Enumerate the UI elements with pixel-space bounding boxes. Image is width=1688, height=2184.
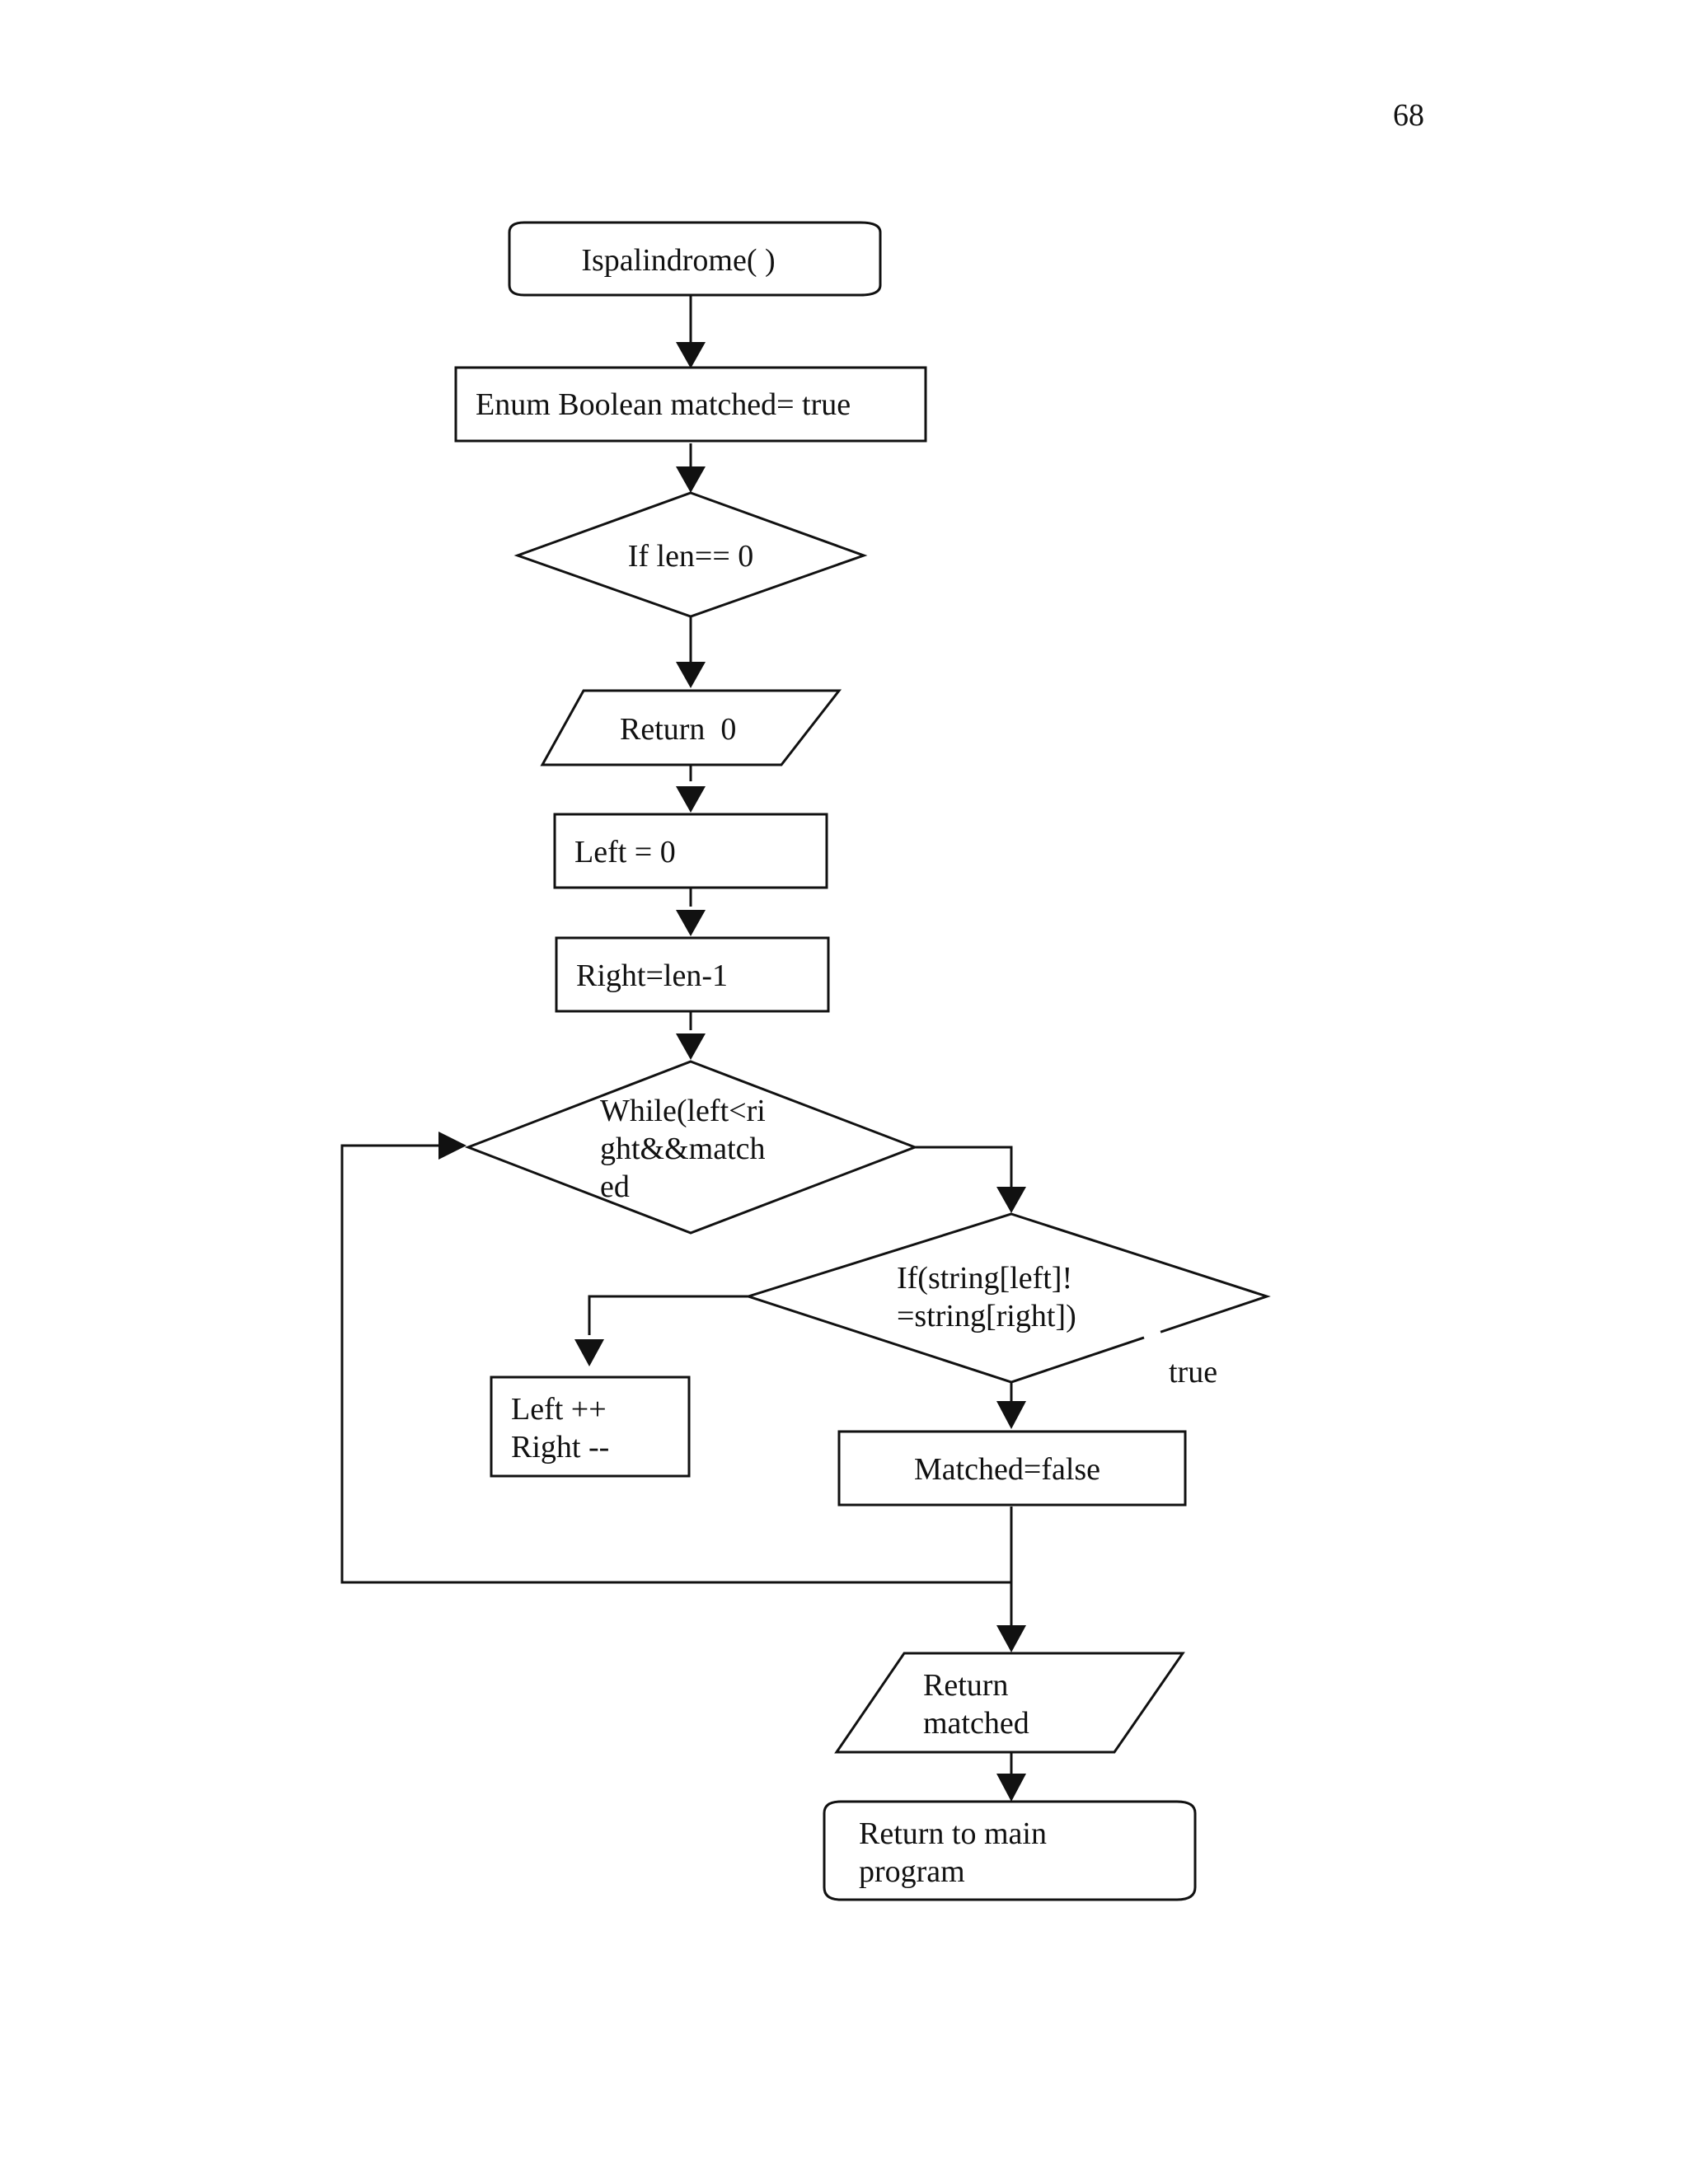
arrowhead xyxy=(676,910,706,936)
arrowhead xyxy=(676,466,706,493)
arrowhead xyxy=(996,1625,1026,1652)
arrowhead xyxy=(996,1401,1026,1429)
arrowheads xyxy=(438,342,1026,1802)
length-check-decision xyxy=(513,491,868,618)
edge-gap xyxy=(1143,1329,1161,1340)
start-terminal xyxy=(508,221,882,297)
arrowhead xyxy=(676,786,706,813)
set-false-box xyxy=(837,1430,1187,1507)
start-label: Ispalindrome( ) xyxy=(581,243,775,278)
true-label: true xyxy=(1169,1355,1217,1390)
init-process-box xyxy=(454,366,927,443)
length-check-label: If len== 0 xyxy=(628,539,754,574)
step-box xyxy=(490,1376,691,1478)
connectors xyxy=(340,295,1013,1774)
left-init-label: Left = 0 xyxy=(574,835,676,869)
compare-decision xyxy=(744,1212,1271,1384)
right-init-label: Right=len-1 xyxy=(576,958,728,993)
while-line-1: While(left<ri xyxy=(600,1094,766,1128)
arrowhead xyxy=(574,1339,604,1366)
right-init-box xyxy=(555,936,830,1013)
return-zero-output xyxy=(540,689,842,766)
end-line-2: program xyxy=(859,1854,965,1889)
end-line-1: Return to main xyxy=(859,1816,1047,1851)
step-line-1: Left ++ xyxy=(511,1392,607,1427)
return-matched-label: Return matched xyxy=(923,1668,1029,1741)
end-terminal xyxy=(823,1800,1197,1901)
step-label: Left ++ Right -- xyxy=(511,1392,614,1465)
compare-line-2: =string[right]) xyxy=(897,1299,1076,1333)
arrowhead xyxy=(996,1187,1026,1213)
left-init-box xyxy=(553,813,828,889)
arrowhead xyxy=(996,1774,1026,1802)
arrowhead xyxy=(676,342,706,368)
arrowhead xyxy=(438,1132,467,1160)
return-matched-line-2: matched xyxy=(923,1706,1029,1741)
while-loop-decision xyxy=(464,1060,919,1235)
arrowhead xyxy=(676,1033,706,1060)
set-false-label: Matched=false xyxy=(914,1452,1100,1487)
step-line-2: Right -- xyxy=(511,1430,609,1465)
end-label: Return to main program xyxy=(859,1816,1054,1889)
while-line-3: ed xyxy=(600,1169,630,1204)
compare-line-1: If(string[left]! xyxy=(897,1261,1072,1296)
compare-label: If(string[left]! =string[right]) xyxy=(897,1261,1081,1333)
page-number: 68 xyxy=(1393,98,1424,133)
while-line-2: ght&&match xyxy=(600,1132,766,1166)
return-matched-line-1: Return xyxy=(923,1668,1008,1703)
return-matched-output xyxy=(834,1652,1185,1754)
return-zero-label: Return 0 xyxy=(620,712,736,747)
init-process-label: Enum Boolean matched= true xyxy=(476,387,851,422)
arrowhead xyxy=(676,662,706,688)
while-loop-label: While(left<ri ght&&match ed xyxy=(600,1094,773,1204)
